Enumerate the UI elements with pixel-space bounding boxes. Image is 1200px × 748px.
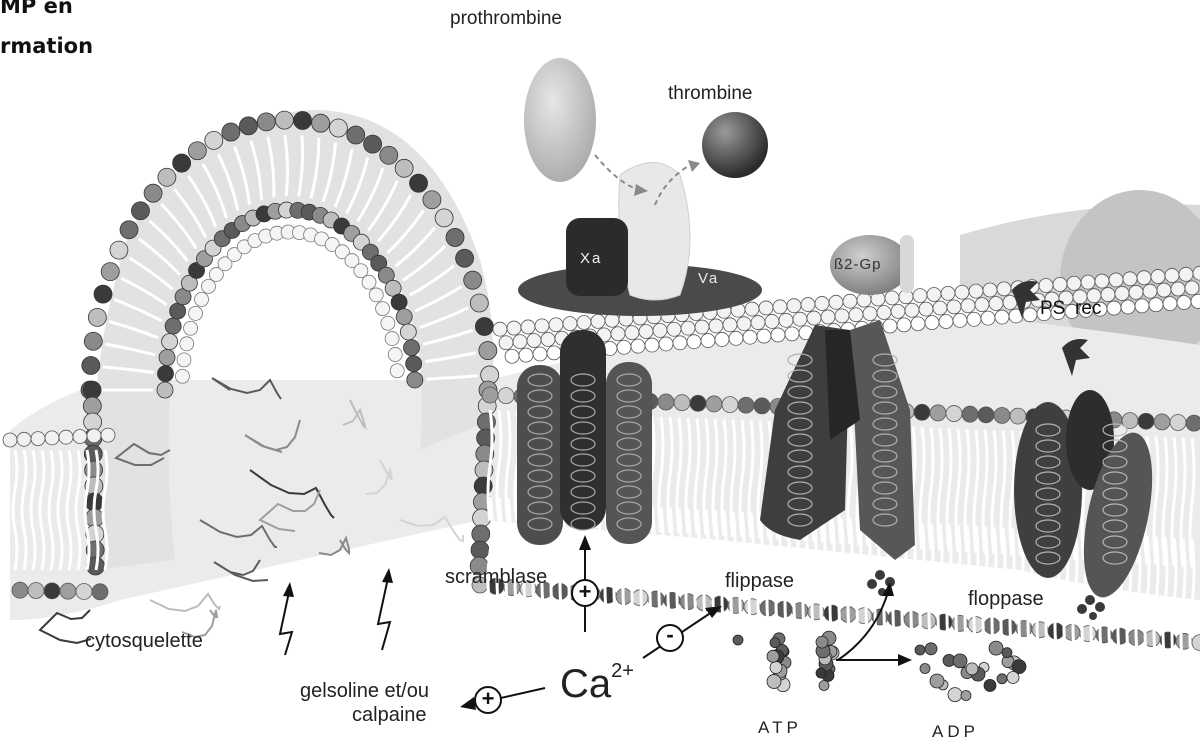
label-calpaine: calpaine — [352, 704, 427, 727]
scramblase-protein — [517, 330, 652, 545]
label-thrombine: thrombine — [668, 83, 753, 105]
heading-line-1: MP en — [0, 0, 73, 18]
label-flippase: flippase — [725, 570, 794, 593]
minus-sign-flippase: - — [655, 624, 685, 646]
calcium-charge: 2+ — [611, 660, 634, 682]
atp-molecule — [733, 631, 839, 691]
prothrombin-shape — [524, 58, 596, 182]
plus-sign-gelsoline: + — [473, 688, 503, 710]
label-ps: PS — [1040, 298, 1065, 320]
label-cytosquelette: cytosquelette — [85, 630, 203, 653]
label-gelsoline: gelsoline et/ou — [300, 680, 429, 703]
plus-sign-scramblase: + — [570, 581, 600, 603]
label-b2gp: ß2-Gp — [834, 256, 882, 273]
label-rec: rec — [1075, 298, 1101, 320]
adp-molecule — [915, 641, 1026, 701]
label-calcium: Ca2+ — [560, 662, 634, 707]
label-adp: ADP — [932, 722, 979, 742]
calcium-symbol: Ca — [560, 662, 611, 706]
label-floppase: floppase — [968, 588, 1044, 611]
label-atp: ATP — [758, 718, 802, 738]
label-scramblase: scramblase — [445, 566, 547, 589]
label-prothrombine: prothrombine — [450, 8, 562, 30]
prothrombinase-complex — [619, 163, 690, 301]
label-xa: Xa — [580, 250, 602, 267]
label-va: Va — [698, 270, 719, 287]
thrombin-shape — [702, 112, 768, 178]
heading-line-2: rmation — [0, 34, 93, 58]
